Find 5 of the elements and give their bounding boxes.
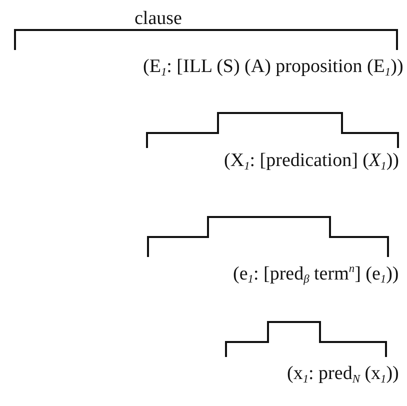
formula-text: (e$_{1}$: [pred$_{β}$ term$^{n}$] (e$_{1}$)) xyxy=(233,264,399,286)
formula-text: (X$_{1}$: [predication] (X$_{1}$)) xyxy=(224,151,399,173)
formula-text: (x$_{1}$: pred$_{N}$ (x$_{1}$)) xyxy=(287,364,399,386)
formula-text: (E$_{1}$: [ILL (S) (A) proposition (E$_{1}$)) xyxy=(143,57,404,79)
heading: clause xyxy=(134,8,182,28)
